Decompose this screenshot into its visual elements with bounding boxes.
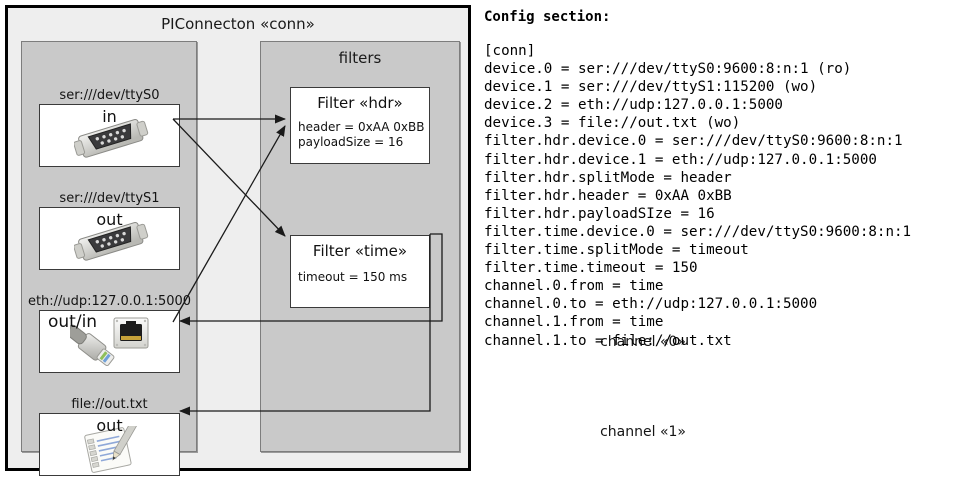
device-direction-label: in (102, 107, 117, 126)
filter-title: Filter «time» (312, 242, 408, 260)
device-node-file[interactable]: file://out.txt out (39, 396, 180, 476)
device-node-ttys0[interactable]: ser:///dev/ttyS0 in (39, 87, 180, 167)
filters-panel: filters Filter «hdr» header = 0xAA 0xBB … (260, 41, 686, 452)
device-direction-label: out (96, 210, 123, 229)
config-heading: Config section: (484, 9, 611, 25)
device-box[interactable]: out (39, 207, 180, 270)
device-caption: eth://udp:127.0.0.1:5000 (27, 294, 192, 309)
channel-0-label: channel «0» (600, 334, 686, 350)
device-box[interactable]: out (39, 413, 180, 476)
filter-node-hdr[interactable]: Filter «hdr» header = 0xAA 0xBB payloadS… (290, 87, 430, 164)
device-caption: file://out.txt (71, 397, 148, 412)
device-caption: ser:///dev/ttyS1 (59, 191, 160, 206)
connector-diagram: PIConnecton «conn» ser:///dev/ttyS0 in (5, 5, 686, 476)
device-direction-label: out (96, 416, 123, 435)
filter-title: Filter «hdr» (317, 94, 403, 112)
device-node-ttys1[interactable]: ser:///dev/ttyS1 out (39, 190, 180, 270)
serial-port-icon (73, 220, 150, 268)
filter-attribute: payloadSize = 16 (298, 135, 404, 149)
filters-panel-title: filters (338, 49, 382, 67)
device-node-eth[interactable]: eth://udp:127.0.0.1:5000 out/in (28, 293, 191, 373)
filter-node-time[interactable]: Filter «time» timeout = 150 ms (290, 235, 430, 308)
config-text: [conn] device.0 = ser:///dev/ttyS0:9600:… (484, 43, 912, 349)
device-box[interactable]: in (39, 104, 180, 167)
device-box[interactable]: out/in (39, 310, 180, 373)
config-section: Config section: [conn] device.0 = ser://… (484, 8, 958, 350)
serial-port-icon (73, 117, 150, 165)
device-caption: ser:///dev/ttyS0 (59, 88, 160, 103)
diagram-title: PIConnecton «conn» (161, 15, 315, 33)
device-direction-label: out/in (48, 312, 98, 332)
filter-attributes: header = 0xAA 0xBB payloadSize = 16 (298, 120, 429, 150)
channel-1-label: channel «1» (600, 424, 686, 440)
text-file-icon (82, 419, 144, 475)
filter-attribute: header = 0xAA 0xBB (298, 120, 425, 134)
filter-attributes: timeout = 150 ms (298, 270, 429, 285)
devices-panel: ser:///dev/ttyS0 in (21, 41, 197, 476)
filter-attribute: timeout = 150 ms (298, 270, 408, 284)
